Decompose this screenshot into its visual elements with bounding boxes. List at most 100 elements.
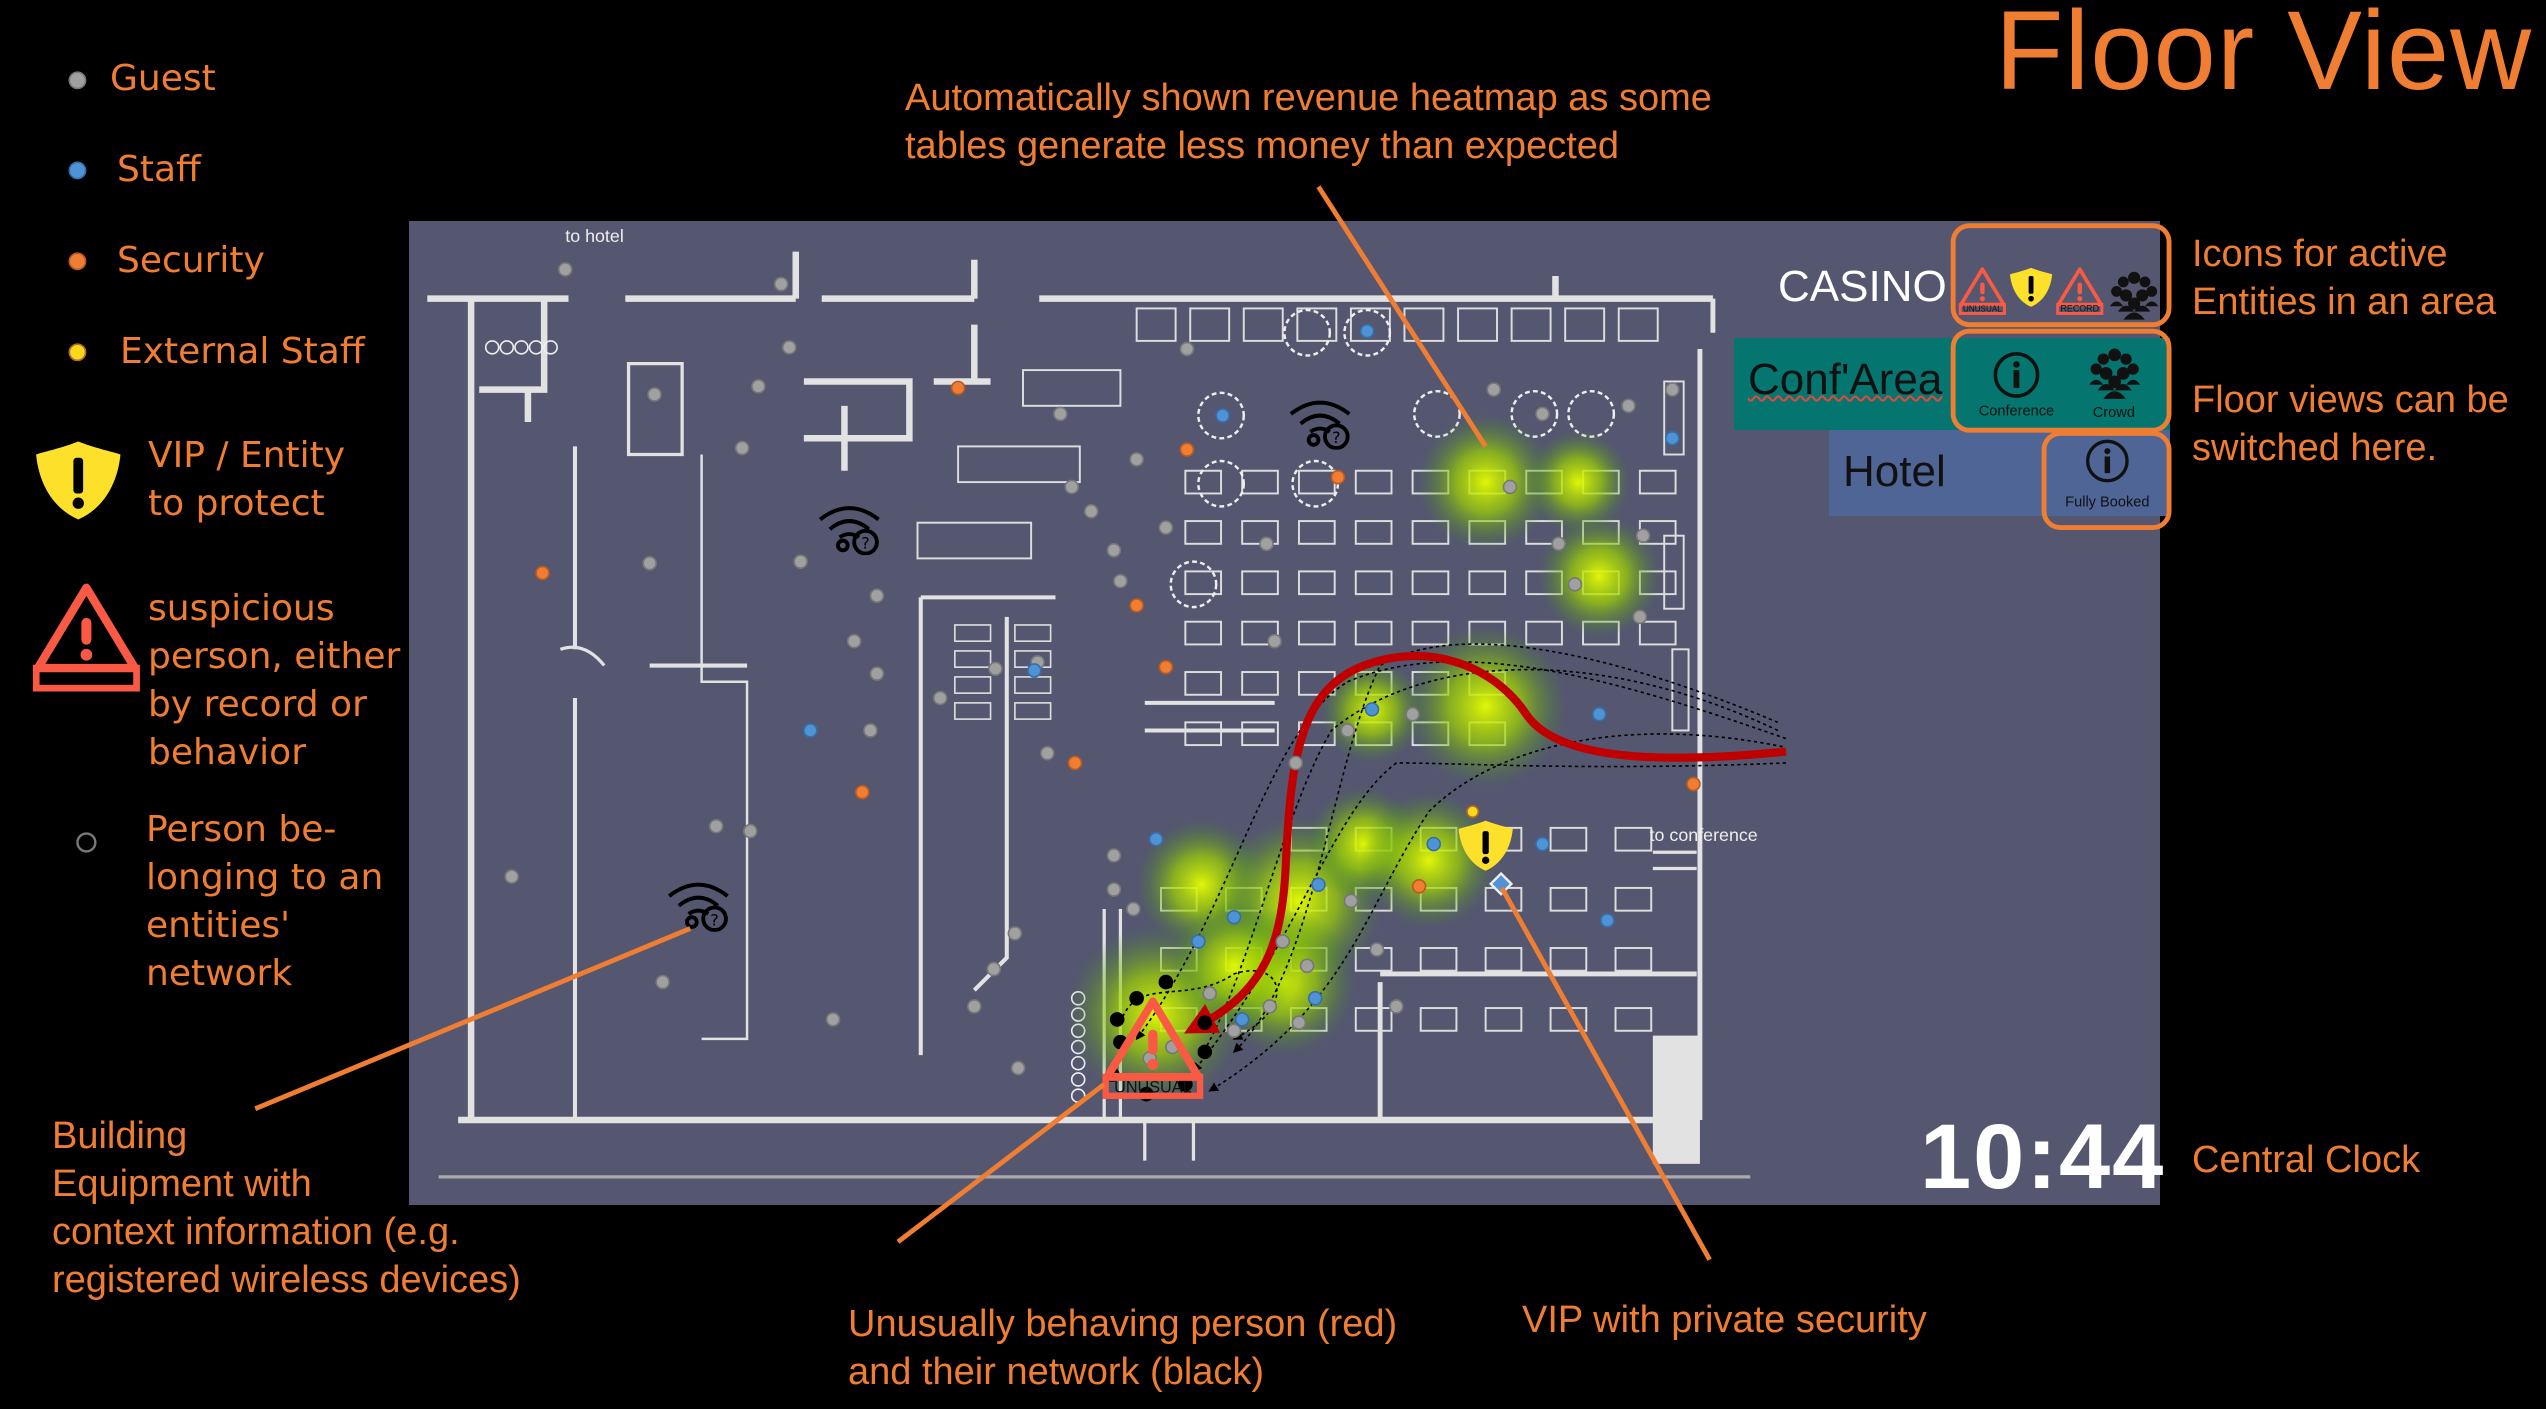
annotation-icons: Icons for active Entities in an area	[2192, 230, 2496, 326]
table-icon	[1297, 520, 1336, 545]
guest-dot	[1202, 986, 1217, 1001]
table-icon	[1241, 721, 1279, 747]
table-icon	[1457, 307, 1498, 342]
guest-dot	[1262, 999, 1278, 1014]
staff-dot	[1148, 831, 1164, 847]
wireless-device-icon[interactable]	[1288, 400, 1352, 450]
legend-network-line: Person be-	[146, 809, 337, 850]
table-icon	[1189, 307, 1231, 342]
to-hotel-label: to hotel	[565, 226, 624, 246]
table-icon	[1241, 570, 1279, 596]
staff-dot	[1191, 934, 1206, 949]
network-person-dot	[1109, 1012, 1125, 1027]
staff-dot	[1600, 913, 1615, 928]
wireless-device-icon[interactable]	[818, 506, 881, 556]
heatmap-blob	[1169, 900, 1299, 1031]
annotation-line: registered wireless devices)	[52, 1259, 521, 1301]
round-table-icon	[1197, 391, 1245, 440]
table-icon	[1014, 676, 1052, 694]
crowd-icon	[2109, 271, 2159, 320]
annotation-switch: Floor views can be switched here.	[2192, 376, 2509, 472]
legend-vip-line: to protect	[148, 483, 325, 524]
network-link	[1200, 668, 1779, 1057]
area-tab-hotel[interactable]	[1829, 430, 2170, 516]
table-icon	[1468, 570, 1507, 596]
unusual-person-path	[1183, 651, 1787, 1034]
table-icon	[1549, 947, 1588, 972]
stool-icon	[528, 340, 544, 355]
table-icon	[1241, 469, 1279, 495]
counter-icon	[1022, 369, 1122, 407]
counter-icon	[957, 445, 1081, 484]
legend-network-line: longing to an	[146, 857, 384, 898]
staff-dot	[1591, 706, 1607, 722]
legend-suspicious-line: suspicious	[148, 588, 335, 629]
area-hotel[interactable]: Hotel	[1843, 447, 1946, 496]
guest-dot	[869, 666, 885, 681]
guest-dot	[1275, 934, 1291, 949]
area-casino[interactable]: CASINO	[1778, 262, 1947, 311]
network-person-dot	[1158, 974, 1174, 990]
guest-dot	[967, 999, 982, 1014]
guest-dot	[781, 340, 797, 355]
security-dot	[1158, 659, 1174, 675]
round-table-icon	[1283, 308, 1332, 357]
staff-dot	[1027, 663, 1042, 678]
security-dot	[1129, 598, 1144, 613]
table-icon	[1184, 721, 1223, 747]
casino-entity-badges[interactable]: UNUSUAL RECORD	[1950, 223, 2172, 328]
heatmap-blob	[1417, 413, 1554, 551]
legend-vip-line: VIP / Entity	[148, 435, 346, 476]
guest-dot	[734, 440, 750, 456]
conference-badge-label: Conference	[1979, 404, 2054, 420]
table-icon	[1564, 307, 1606, 342]
hotel-entity-badges[interactable]: Fully Booked	[2041, 430, 2172, 530]
unusual-person-marker[interactable]: UNUSUAL	[1106, 1001, 1200, 1096]
heatmap-blob	[1526, 430, 1631, 535]
table-icon	[1484, 947, 1523, 972]
legend-staff: Staff	[117, 149, 201, 190]
annotation-line: and their network (black)	[848, 1351, 1265, 1393]
legend-suspicious-line: by record or	[148, 684, 367, 725]
legend-network-line: entities'	[146, 905, 290, 946]
table-icon	[1297, 620, 1336, 646]
guest-dot	[1158, 520, 1174, 535]
staff-dot	[1535, 836, 1550, 852]
crowd-icon	[2089, 348, 2141, 399]
guest-dot	[1106, 882, 1122, 897]
guest-dot	[655, 974, 670, 990]
network-link	[1192, 762, 1786, 1073]
table-icon	[1354, 620, 1393, 646]
table-icon	[1354, 570, 1393, 596]
guest-dot	[1369, 942, 1385, 957]
annotation-line: Entities in an area	[2192, 281, 2497, 323]
guest-dot	[1632, 609, 1648, 625]
annotation-line: Automatically shown revenue heatmap as s…	[905, 77, 1712, 119]
stool-icon	[1070, 1072, 1086, 1087]
conf-entity-badges[interactable]: Conference Crowd	[1950, 328, 2172, 433]
guest-dot	[1665, 382, 1680, 397]
annotation-pointers	[254, 185, 1712, 1261]
revenue-heatmap	[1066, 413, 1661, 1104]
stool-icon	[484, 340, 500, 355]
guest-dot	[1340, 723, 1355, 738]
wireless-device-icon[interactable]	[667, 882, 730, 932]
area-conf[interactable]: Conf'Area	[1748, 355, 1943, 404]
guest-dot	[773, 276, 789, 292]
to-conference-label: to conference	[1650, 825, 1758, 845]
guest-dot	[1226, 1023, 1242, 1039]
guest-dot	[869, 588, 885, 604]
stool-icon	[514, 340, 529, 355]
staff-dot	[803, 723, 818, 738]
counter-icon	[1671, 648, 1690, 732]
table-icon	[1403, 307, 1445, 342]
guest-dot	[793, 554, 808, 569]
table-icon	[1354, 469, 1393, 495]
guest-dot	[1106, 542, 1122, 558]
table-icon	[1241, 620, 1279, 646]
heatmap-blob	[1404, 624, 1567, 788]
crowd-badge-label: Crowd	[2093, 405, 2135, 421]
security-dot	[1330, 469, 1346, 485]
guest-dot	[1299, 958, 1315, 974]
table-icon	[1484, 1007, 1523, 1032]
